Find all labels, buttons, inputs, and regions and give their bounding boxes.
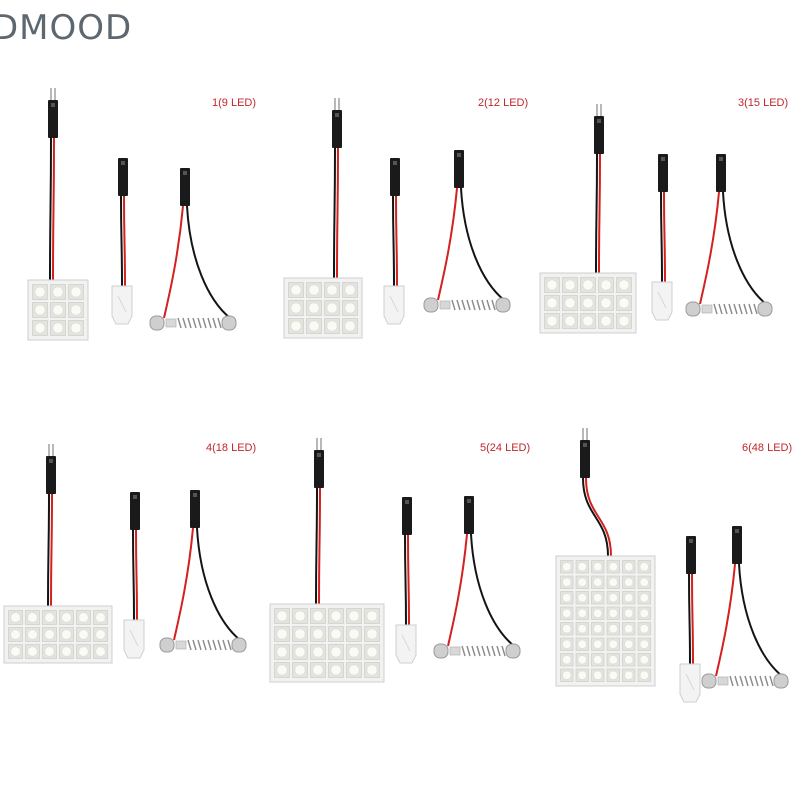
variant-label-1: 1(9 LED) [212,97,257,109]
variant-label-6: 6(48 LED) [742,442,793,454]
festoon-adapter-4 [159,637,247,653]
variant-label-5: 5(24 LED) [480,442,531,454]
festoon-adapter-2 [423,297,511,313]
product-group-4 [3,444,247,664]
product-group-1 [27,88,237,341]
festoon-adapter-1 [149,315,237,331]
variant-label-2: 2(12 LED) [478,97,529,109]
led-board-6 [555,555,656,687]
brand-watermark: DMOOD [0,8,133,48]
festoon-adapter-3 [685,301,773,317]
product-group-3 [539,104,773,334]
festoon-adapter-5 [433,643,521,659]
product-group-5 [269,438,521,683]
variant-label-3: 3(15 LED) [738,97,789,109]
product-group-2 [283,98,511,339]
festoon-adapter-6 [701,673,789,689]
variant-label-4: 4(18 LED) [206,442,257,454]
product-group-6 [555,428,789,703]
